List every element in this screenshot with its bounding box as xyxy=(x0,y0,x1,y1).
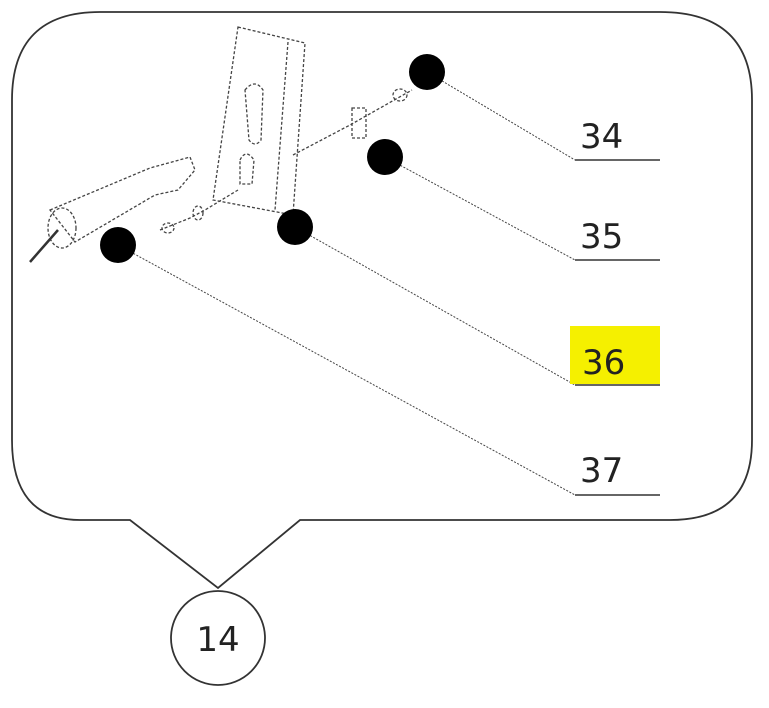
needle-icon xyxy=(29,229,59,263)
callout-label-36[interactable]: 36 xyxy=(582,343,625,383)
group-circle xyxy=(170,590,266,686)
part-sketch xyxy=(47,26,413,249)
callout-dots xyxy=(100,54,445,263)
callout-dot-37 xyxy=(100,227,136,263)
callout-dot-36 xyxy=(277,209,313,245)
leader-lines xyxy=(117,71,576,496)
label-underlines xyxy=(575,159,660,496)
callout-dot-34 xyxy=(409,54,445,90)
callout-bubble xyxy=(11,11,753,590)
group-label[interactable]: 14 xyxy=(196,620,239,660)
highlight-36 xyxy=(570,326,660,384)
callout-label-37[interactable]: 37 xyxy=(580,451,623,491)
callout-label-35[interactable]: 35 xyxy=(580,217,623,257)
callout-label-34[interactable]: 34 xyxy=(580,117,623,157)
callout-dot-35 xyxy=(367,139,403,175)
